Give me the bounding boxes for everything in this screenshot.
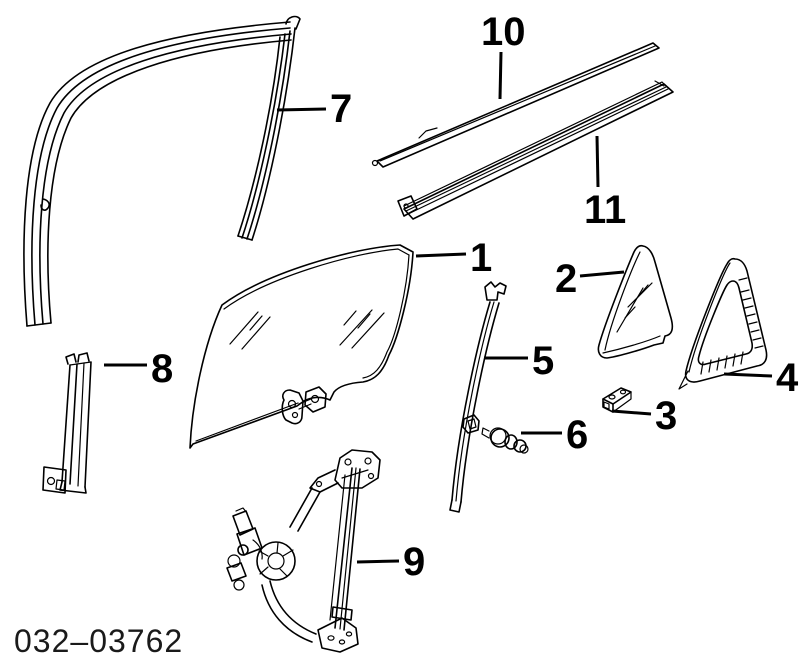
callouts: 1 2 3 4 5 6 7 8 9 10 11 — [104, 10, 799, 584]
part-2-quarter-glass — [597, 244, 674, 359]
part-label-4: 4 — [776, 356, 799, 400]
leader-line-3 — [611, 409, 652, 416]
part-11-belt-molding-outer — [397, 80, 674, 220]
part-label-5: 5 — [532, 339, 554, 383]
part-label-8: 8 — [151, 347, 173, 391]
part-label-6: 6 — [566, 413, 588, 457]
part-4-quarter-glass-seal — [678, 257, 768, 390]
leader-line-4 — [723, 372, 773, 378]
leader-line-2 — [579, 270, 625, 278]
part-7-glass-run-channel — [23, 15, 301, 327]
part-1-door-glass — [189, 244, 414, 449]
leader-line-7 — [276, 107, 327, 112]
part-10-belt-molding-inner — [371, 42, 660, 168]
part-label-9: 9 — [403, 540, 425, 584]
part-label-7: 7 — [330, 87, 352, 131]
part-label-1: 1 — [470, 236, 492, 280]
leader-line-11 — [595, 135, 600, 188]
leader-line-9 — [356, 559, 400, 564]
leader-line-10 — [498, 51, 503, 100]
leader-line-1 — [415, 252, 467, 258]
part-label-2: 2 — [555, 257, 577, 301]
part-5-sash-channel — [449, 281, 507, 513]
part-3-bracket — [602, 387, 632, 413]
part-label-11: 11 — [584, 188, 626, 232]
part-6-bolt — [481, 427, 529, 454]
part-9-window-regulator — [226, 449, 381, 653]
part-8-lower-channel — [42, 352, 92, 494]
part-label-3: 3 — [655, 394, 677, 438]
drawing-code: 032–03762 — [14, 623, 183, 659]
part-label-10: 10 — [481, 10, 526, 54]
